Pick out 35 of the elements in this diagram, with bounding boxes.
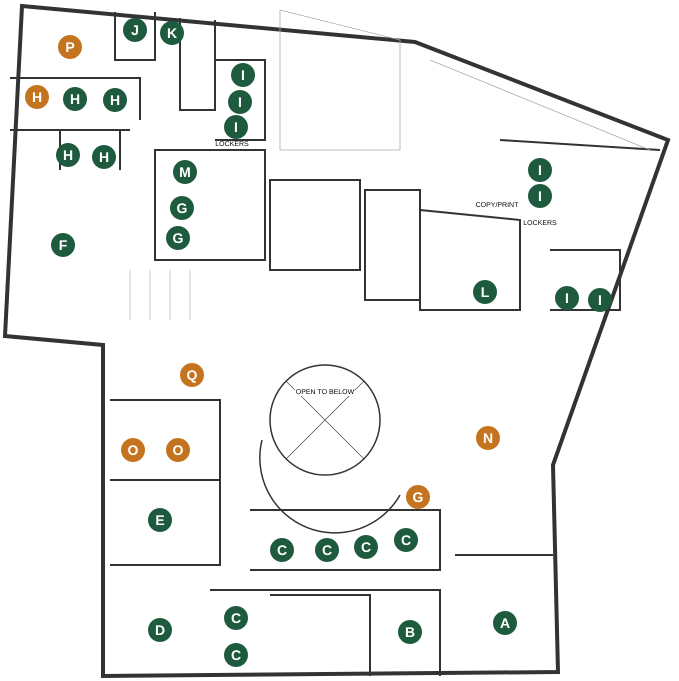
room-marker: O	[121, 438, 145, 462]
room-marker: D	[148, 618, 172, 642]
room-marker: C	[224, 643, 248, 667]
room-marker: G	[166, 226, 190, 250]
room-marker: I	[224, 115, 248, 139]
room-marker: C	[270, 538, 294, 562]
room-marker: F	[51, 233, 75, 257]
room-marker: N	[476, 426, 500, 450]
room-marker: E	[148, 508, 172, 532]
room-marker: K	[160, 21, 184, 45]
room-marker: I	[555, 286, 579, 310]
room-marker: A	[493, 611, 517, 635]
room-marker: C	[394, 528, 418, 552]
room-marker: I	[528, 158, 552, 182]
room-marker: I	[231, 63, 255, 87]
room-marker: C	[224, 606, 248, 630]
room-marker: H	[56, 143, 80, 167]
room-marker: C	[315, 538, 339, 562]
room-marker: H	[63, 87, 87, 111]
room-marker: C	[354, 535, 378, 559]
room-marker: P	[58, 35, 82, 59]
room-marker: I	[528, 184, 552, 208]
room-marker: J	[123, 18, 147, 42]
room-marker: I	[228, 90, 252, 114]
room-marker: G	[406, 485, 430, 509]
room-marker: I	[588, 288, 612, 312]
room-marker: H	[25, 85, 49, 109]
room-marker: H	[103, 88, 127, 112]
room-marker: B	[398, 620, 422, 644]
room-marker: Q	[180, 363, 204, 387]
room-marker: H	[92, 145, 116, 169]
room-marker: M	[173, 160, 197, 184]
room-marker: O	[166, 438, 190, 462]
room-marker: G	[170, 196, 194, 220]
room-marker: L	[473, 280, 497, 304]
